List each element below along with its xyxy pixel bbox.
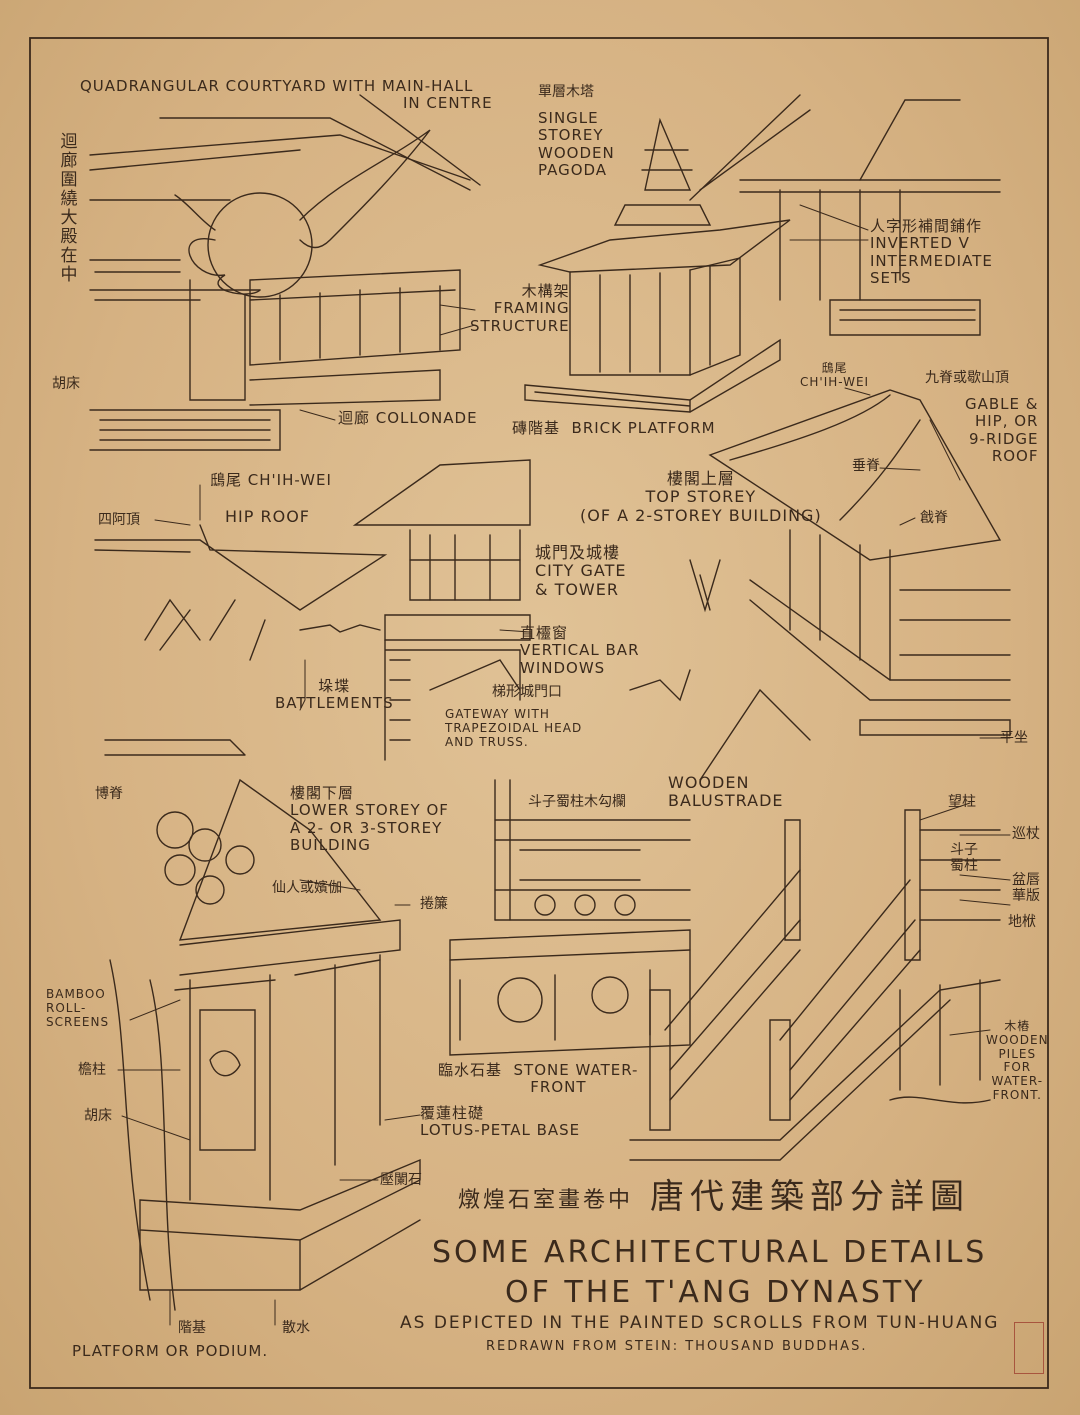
label-lower-storey: 樓閣下層 LOWER STOREY OF A 2- OR 3-STOREY BU… xyxy=(290,784,449,854)
label-courtyard: QUADRANGULAR COURTYARD WITH MAIN-HALL IN… xyxy=(80,77,493,113)
leader-lines xyxy=(117,204,1011,1326)
title-main-cn: 唐代建築部分詳圖 xyxy=(650,1177,970,1217)
label-brick-platform: 磚階基 BRICK PLATFORM xyxy=(512,419,716,437)
label-douzi: 斗子 蜀柱 xyxy=(950,842,978,875)
pagoda-drawing xyxy=(524,94,1001,413)
title-line4: REDRAWN FROM STEIN: THOUSAND BUDDHAS. xyxy=(486,1339,868,1354)
label-hip-roof: HIP ROOF xyxy=(225,507,310,526)
label-huchuang-left: 胡床 xyxy=(52,376,80,392)
label-gateway: GATEWAY WITH TRAPEZOIDAL HEAD AND TRUSS. xyxy=(445,707,583,749)
label-vertical-bar: 直欞窗 VERTICAL BAR WINDOWS xyxy=(520,624,640,677)
label-difu: 地栿 xyxy=(1008,914,1036,930)
gable-roof-drawing xyxy=(689,389,1011,781)
label-pingzuo: 平坐 xyxy=(1000,730,1028,746)
label-inverted-v: 人字形補間鋪作 INVERTED V INTERMEDIATE SETS xyxy=(870,217,993,287)
border-frame xyxy=(29,37,1049,1389)
label-battlements: 垛堞 BATTLEMENTS xyxy=(275,677,394,713)
label-huchuang: 胡床 xyxy=(84,1108,112,1124)
label-gable-cn: 九脊或歇山頂 xyxy=(925,370,1009,386)
label-city-gate: 城門及城樓 CITY GATE & TOWER xyxy=(535,543,627,599)
label-qiangji: 戧脊 xyxy=(920,510,948,526)
title-line1: SOME ARCHITECTURAL DETAILS xyxy=(432,1235,988,1270)
label-pendi: 盆唇 華版 xyxy=(1012,872,1040,905)
artist-seal xyxy=(1014,1322,1044,1374)
lower-storey-drawing xyxy=(109,778,421,1311)
label-wangzhu: 望柱 xyxy=(948,794,976,810)
waterfront-balustrade-drawing xyxy=(449,779,691,1056)
label-chiwei-mid: 鴟尾 CH'IH-WEI xyxy=(210,471,332,489)
label-sanshui: 散水 xyxy=(282,1320,310,1336)
label-pagoda-cn: 單層木塔 xyxy=(538,84,594,100)
label-boji: 博脊 xyxy=(95,786,123,802)
courtyard-drawing xyxy=(89,94,481,451)
label-bamboo: BAMBOO ROLL- SCREENS xyxy=(46,987,110,1029)
hip-roof-and-gate-drawing xyxy=(94,459,691,761)
label-chuiji: 垂脊 xyxy=(852,458,880,474)
title-line2: OF THE T'ANG DYNASTY xyxy=(505,1275,926,1310)
label-yanzhu: 檐柱 xyxy=(78,1062,106,1078)
label-siading: 四阿頂 xyxy=(98,512,140,528)
label-top-storey: 樓閣上層 TOP STOREY (OF A 2-STOREY BUILDING) xyxy=(580,469,822,525)
label-gateway-cn: 梯形城門口 xyxy=(492,684,562,700)
label-lotus: 覆蓮柱礎 LOTUS-PETAL BASE xyxy=(420,1104,581,1140)
title-source-cn: 燉煌石室畫卷中 xyxy=(458,1188,634,1213)
label-gable: GABLE & HIP, OR 9-RIDGE ROOF xyxy=(965,395,1039,465)
label-platform: PLATFORM OR PODIUM. xyxy=(72,1342,269,1360)
label-balustrade: WOODEN BALUSTRADE xyxy=(668,773,784,811)
label-balustrade-cn: 斗子蜀柱木勾欄 xyxy=(528,794,626,810)
label-wooden-piles: 木樁 WOODEN PILES FOR WATER- FRONT. xyxy=(986,1019,1049,1102)
label-framing: 木構架 FRAMING STRUCTURE xyxy=(470,282,570,335)
label-yalanshi: 壓闌石 xyxy=(380,1172,422,1188)
label-juanlian: 捲簾 xyxy=(420,896,448,912)
staircase-drawing xyxy=(629,809,1001,1161)
label-jieji: 階基 xyxy=(178,1320,206,1336)
label-xunzhang: 巡杖 xyxy=(1012,826,1040,842)
label-chiwei-right: 鴟尾 CH'IH-WEI xyxy=(800,361,870,389)
title-line3: AS DEPICTED IN THE PAINTED SCROLLS FROM … xyxy=(400,1313,1000,1333)
label-courtyard-cn: 迴廊圍繞大殿在中 xyxy=(56,132,77,284)
label-collonade: 迴廊 COLLONADE xyxy=(338,409,478,427)
label-pagoda: SINGLE STOREY WOODEN PAGODA xyxy=(538,109,615,179)
label-stone-water: 臨水石基 STONE WATER- FRONT xyxy=(438,1061,639,1097)
label-xianren: 仙人或嬪伽 xyxy=(272,880,342,896)
